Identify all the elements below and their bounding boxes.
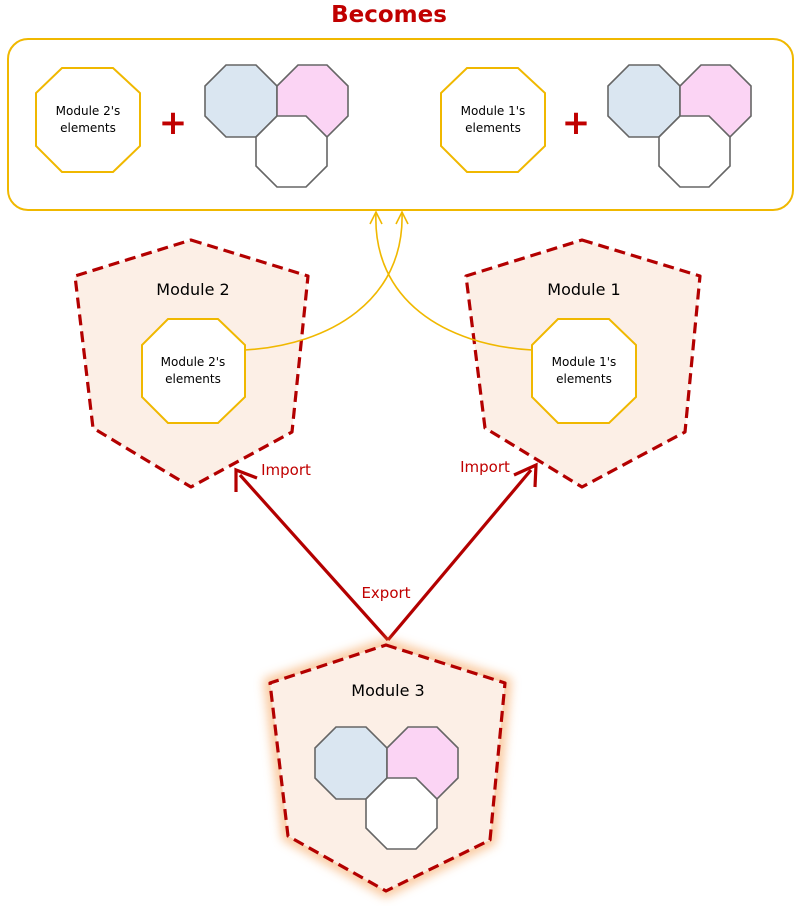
module-3: Module 3 <box>263 638 512 898</box>
module-2-elements-label-line2: elements <box>165 372 221 386</box>
module-1: Module 1 Module 1's elements <box>464 238 702 489</box>
result-module1-elements-label-line1: Module 1's <box>461 104 526 118</box>
connector-arrowhead-left <box>369 210 383 225</box>
white-octagon-shape <box>255 115 328 188</box>
plus-operator-left: + <box>159 103 188 143</box>
import-label-left: Import <box>261 461 311 479</box>
result-container <box>7 38 794 211</box>
result-module1-elements-octagon <box>440 67 546 173</box>
shape-cluster-module-3 <box>314 726 459 850</box>
white-octagon-shape <box>365 777 438 850</box>
module-1-elements-connector <box>375 211 533 351</box>
plus-operator-right: + <box>562 103 591 143</box>
module-1-elements-label-line2: elements <box>556 372 612 386</box>
module-1-elements-label-line1: Module 1's <box>552 355 617 369</box>
module-2: Module 2 Module 2's elements <box>73 238 310 489</box>
import-arrow-to-module-1 <box>386 468 533 642</box>
result-module2-elements-label-line1: Module 2's <box>56 104 121 118</box>
shape-cluster-right <box>607 64 752 188</box>
import-arrowhead-left <box>234 467 258 492</box>
module-1-label: Module 1 <box>547 280 620 299</box>
module-2-elements-label-line1: Module 2's <box>161 355 226 369</box>
connector-arrowhead-right <box>395 210 409 225</box>
elements-to-result-connectors <box>244 210 533 351</box>
import-arrow-to-module-2 <box>238 473 390 642</box>
result-module2-elements-octagon <box>35 67 141 173</box>
result-left-group: Module 2's elements + <box>35 64 349 188</box>
result-module1-elements-label-line2: elements <box>465 121 521 135</box>
diagram-title: Becomes <box>331 2 447 28</box>
module-2-elements-octagon <box>141 318 246 424</box>
import-label-right: Import <box>460 458 510 476</box>
shape-cluster-left <box>204 64 349 188</box>
import-arrows <box>234 462 538 642</box>
white-octagon-shape <box>658 115 731 188</box>
result-module2-elements-label-line2: elements <box>60 121 116 135</box>
module-2-label: Module 2 <box>156 280 229 299</box>
module-2-elements-connector <box>244 211 403 351</box>
module-1-elements-octagon <box>531 318 637 424</box>
result-right-group: Module 1's elements + <box>440 64 752 188</box>
import-arrowhead-right <box>513 462 538 488</box>
export-label: Export <box>361 584 410 602</box>
module-3-label: Module 3 <box>351 681 424 700</box>
